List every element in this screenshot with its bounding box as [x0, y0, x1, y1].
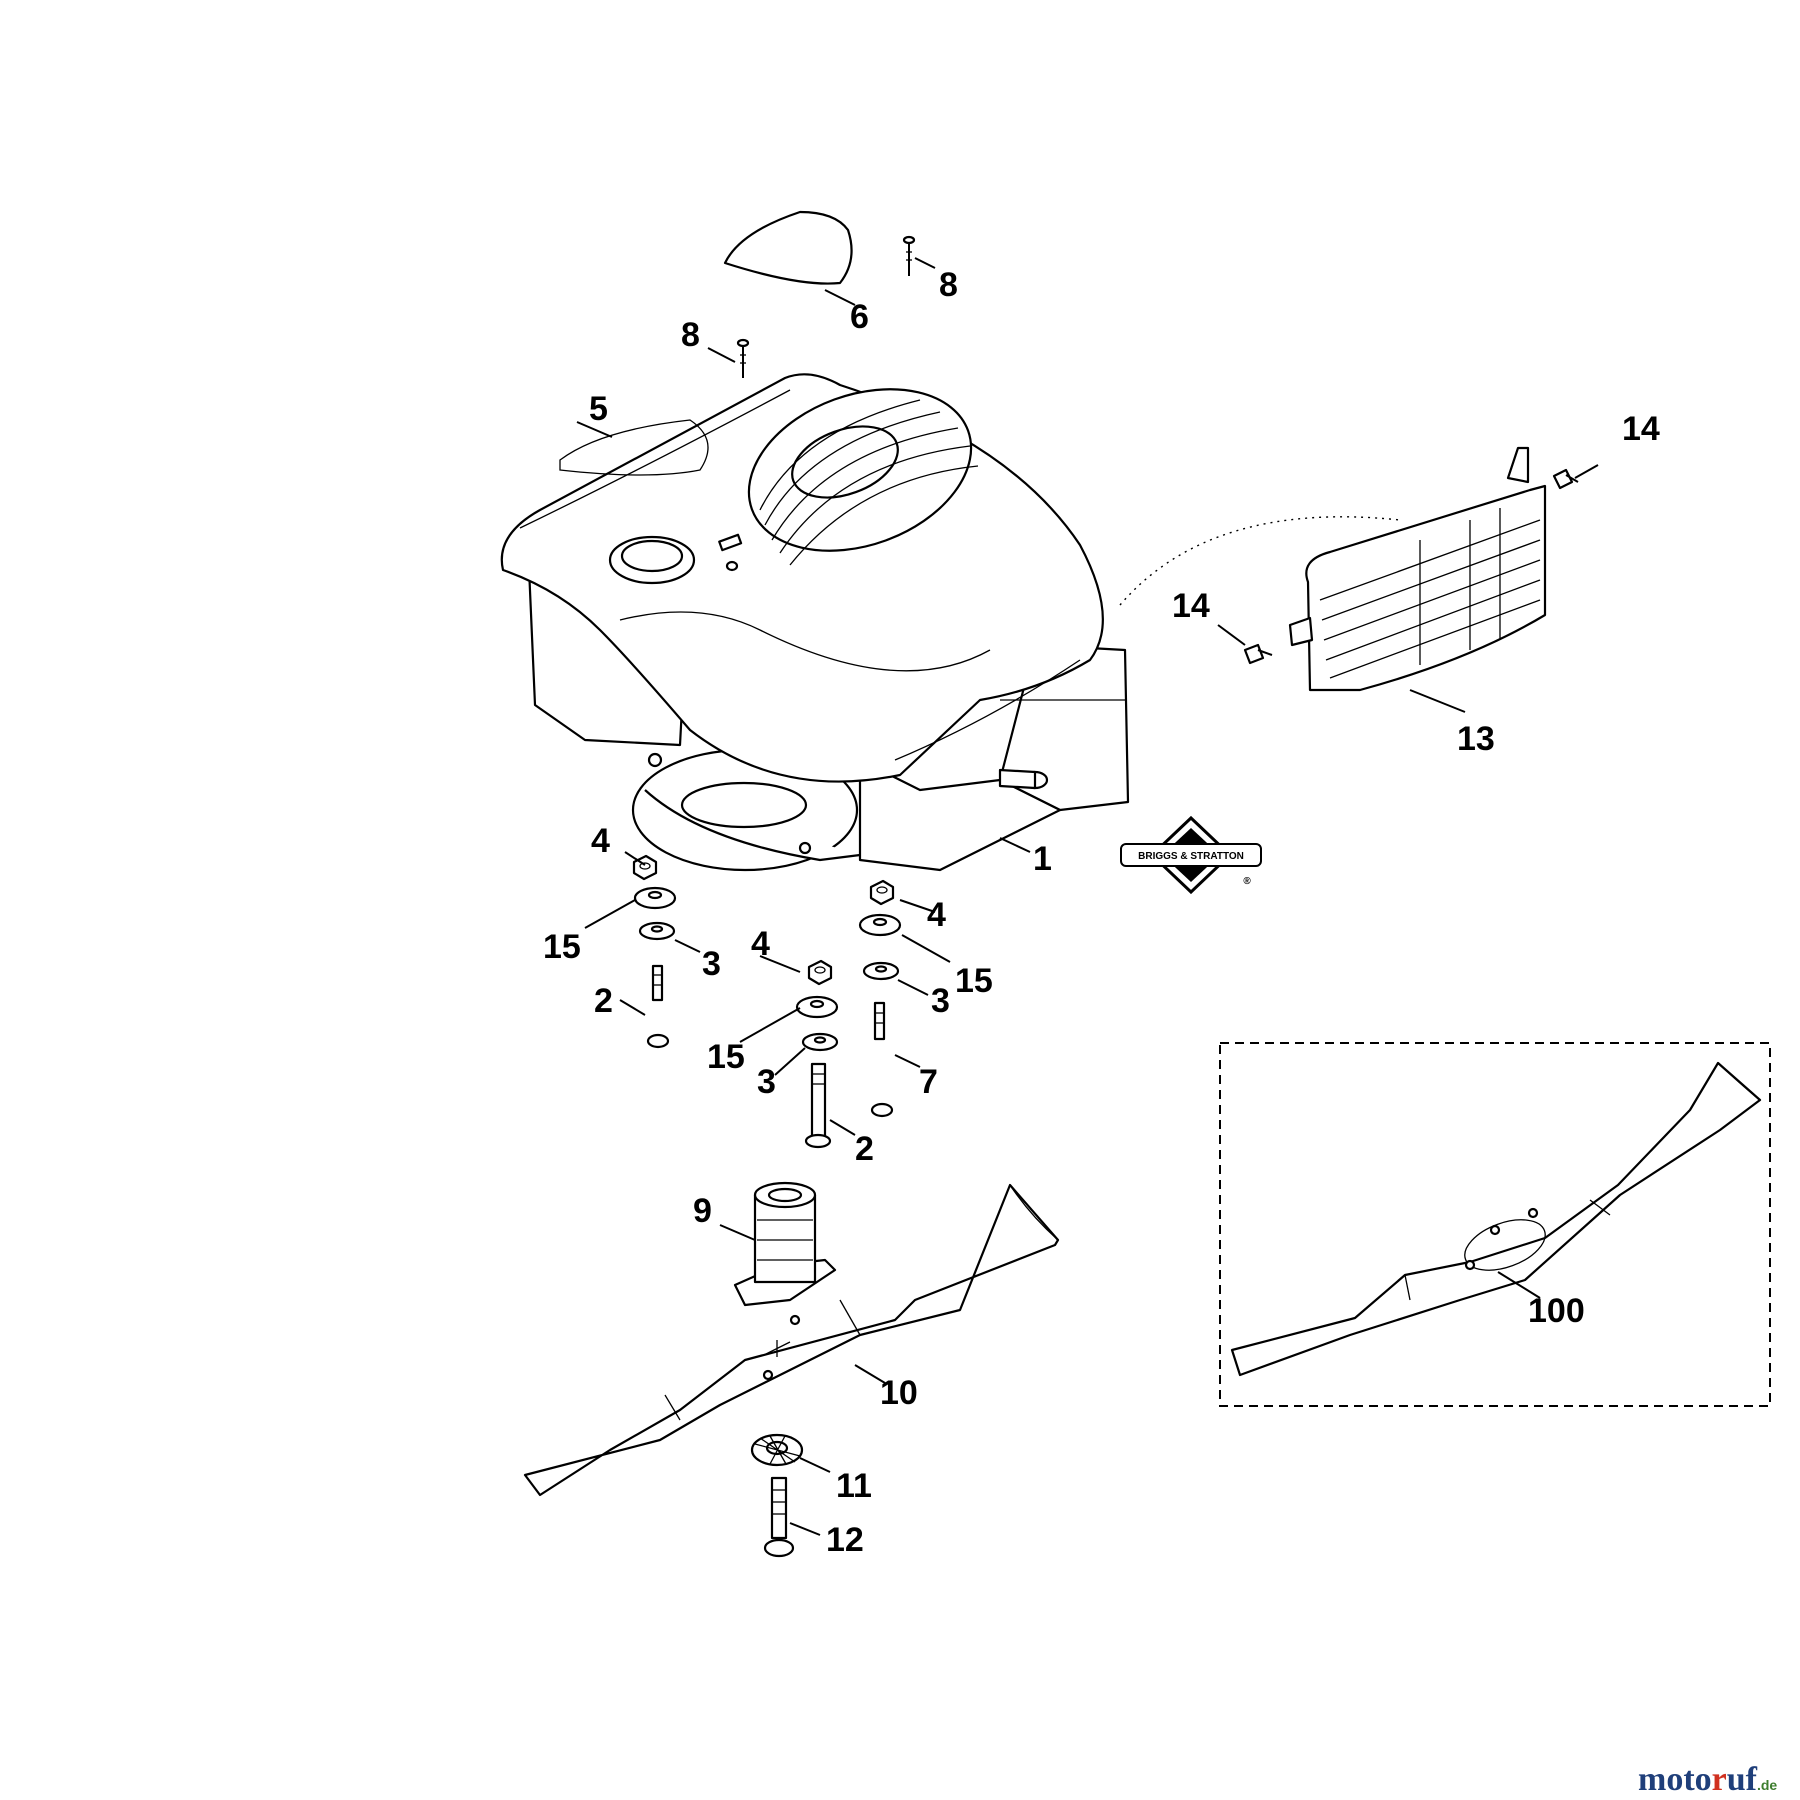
callout-10: 10	[880, 1374, 918, 1412]
callout-3-left: 3	[702, 945, 721, 983]
part-3-washer-c	[801, 1032, 839, 1052]
part-10-blade	[523, 1183, 1060, 1497]
part-14-bolt-lower	[1243, 643, 1273, 665]
part-13-muffler	[1288, 446, 1547, 692]
part-2-stud-left	[646, 964, 670, 1049]
muffler-connection-dotted	[1119, 516, 1401, 606]
watermark-main-part-b: r	[1712, 1761, 1727, 1798]
callout-12: 12	[826, 1521, 864, 1559]
part-15-washer-c	[795, 995, 839, 1019]
watermark-suffix: .de	[1757, 1777, 1777, 1793]
part-12-blade-bolt	[763, 1476, 795, 1558]
callout-3-middle: 3	[757, 1063, 776, 1101]
part-6-cover-plate	[723, 210, 853, 285]
part-5-shroud	[500, 373, 1104, 783]
logo-registered-mark: ®	[1243, 876, 1251, 887]
callout-numbers: 1 2 2 3 3 3 4 4 4 5 6 7 8 8 9 10 11 12 1…	[543, 266, 1660, 1559]
watermark-logo: motoruf.de	[1638, 1761, 1777, 1798]
part-15-washer-a	[633, 886, 677, 910]
part-3-washer-b	[862, 961, 900, 981]
callout-4-left: 4	[591, 822, 610, 860]
briggs-stratton-logo: BRIGGS & STRATTON ®	[1120, 815, 1262, 895]
callout-8-left: 8	[681, 316, 700, 354]
callout-8-top: 8	[939, 266, 958, 304]
part-4-nut-c	[807, 959, 833, 986]
part-15-washer-b	[858, 913, 902, 937]
callout-7: 7	[919, 1063, 938, 1101]
callout-15-left: 15	[543, 928, 581, 966]
callout-4-right: 4	[927, 896, 946, 934]
part-8-screw-left	[736, 338, 750, 378]
logo-text: BRIGGS & STRATTON	[1138, 851, 1244, 862]
part-2-bolt-long	[804, 1062, 832, 1149]
motoruf-watermark: motoruf.de	[1638, 1761, 1777, 1798]
watermark-main-part-c: uf	[1727, 1761, 1758, 1798]
callout-11: 11	[836, 1467, 872, 1505]
callout-6: 6	[850, 298, 869, 336]
part-7-stud	[870, 1001, 894, 1118]
callout-4-middle: 4	[751, 925, 770, 963]
part-14-bolt-upper	[1552, 468, 1579, 490]
callout-9: 9	[693, 1192, 712, 1230]
callout-13: 13	[1457, 720, 1495, 758]
callout-14-lower: 14	[1172, 587, 1210, 625]
callout-15-right: 15	[955, 962, 993, 1000]
callout-3-right: 3	[931, 982, 950, 1020]
callout-2-left: 2	[594, 982, 613, 1020]
watermark-main-part-a: moto	[1638, 1761, 1712, 1798]
part-4-nut-b	[869, 879, 895, 906]
callout-1: 1	[1033, 840, 1052, 878]
callout-100: 100	[1528, 1292, 1585, 1330]
part-11-star-washer	[750, 1433, 804, 1467]
alternative-blade-box	[1219, 1042, 1771, 1407]
part-1-engine	[526, 543, 1130, 872]
callout-2-lower: 2	[855, 1130, 874, 1168]
callout-5: 5	[589, 390, 608, 428]
leader-lines	[576, 257, 1599, 1536]
callout-15-middle: 15	[707, 1038, 745, 1076]
part-3-washer-a	[638, 921, 676, 941]
part-8-screw-top	[902, 235, 916, 276]
part-9-blade-adapter	[733, 1181, 837, 1307]
callout-14-upper: 14	[1622, 410, 1660, 448]
